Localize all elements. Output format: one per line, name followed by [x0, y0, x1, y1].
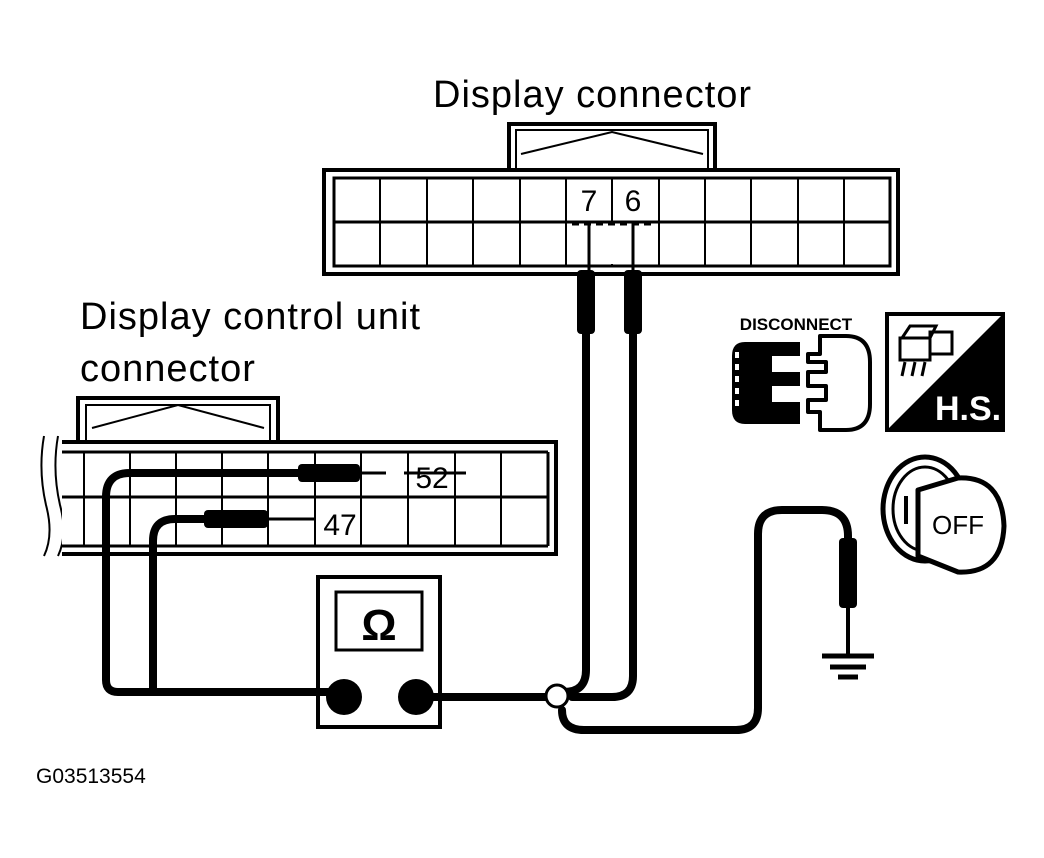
ground-icon: [822, 653, 874, 680]
display-connector-label: Display connector: [433, 74, 752, 116]
control-unit-label-line2: connector: [80, 348, 256, 390]
hs-label: H.S.: [935, 390, 1001, 428]
disconnect-label: DISCONNECT: [740, 315, 853, 334]
ohm-symbol-icon: Ω: [361, 601, 396, 650]
ohmmeter: Ω: [316, 575, 442, 729]
disconnect-icon: [732, 334, 872, 432]
display-pin-7: 7: [581, 185, 598, 218]
off-label: OFF: [932, 510, 984, 540]
figure-id: G03513554: [36, 765, 146, 788]
display-pin-6: 6: [625, 185, 642, 218]
probe-tips: [268, 222, 635, 521]
probe-handles: [204, 270, 857, 608]
control-unit-label-line1: Display control unit: [80, 296, 421, 338]
meter-terminal-left: [326, 679, 362, 715]
display-connector: 7 6: [322, 122, 900, 276]
meter-terminal-right: [398, 679, 434, 715]
harness-switch-icon: H.S.: [885, 312, 1005, 432]
lead-junction: [544, 683, 570, 709]
control-pin-52: 52: [415, 462, 448, 495]
control-pin-47: 47: [323, 509, 356, 542]
ignition-key-icon: OFF: [880, 454, 1007, 575]
